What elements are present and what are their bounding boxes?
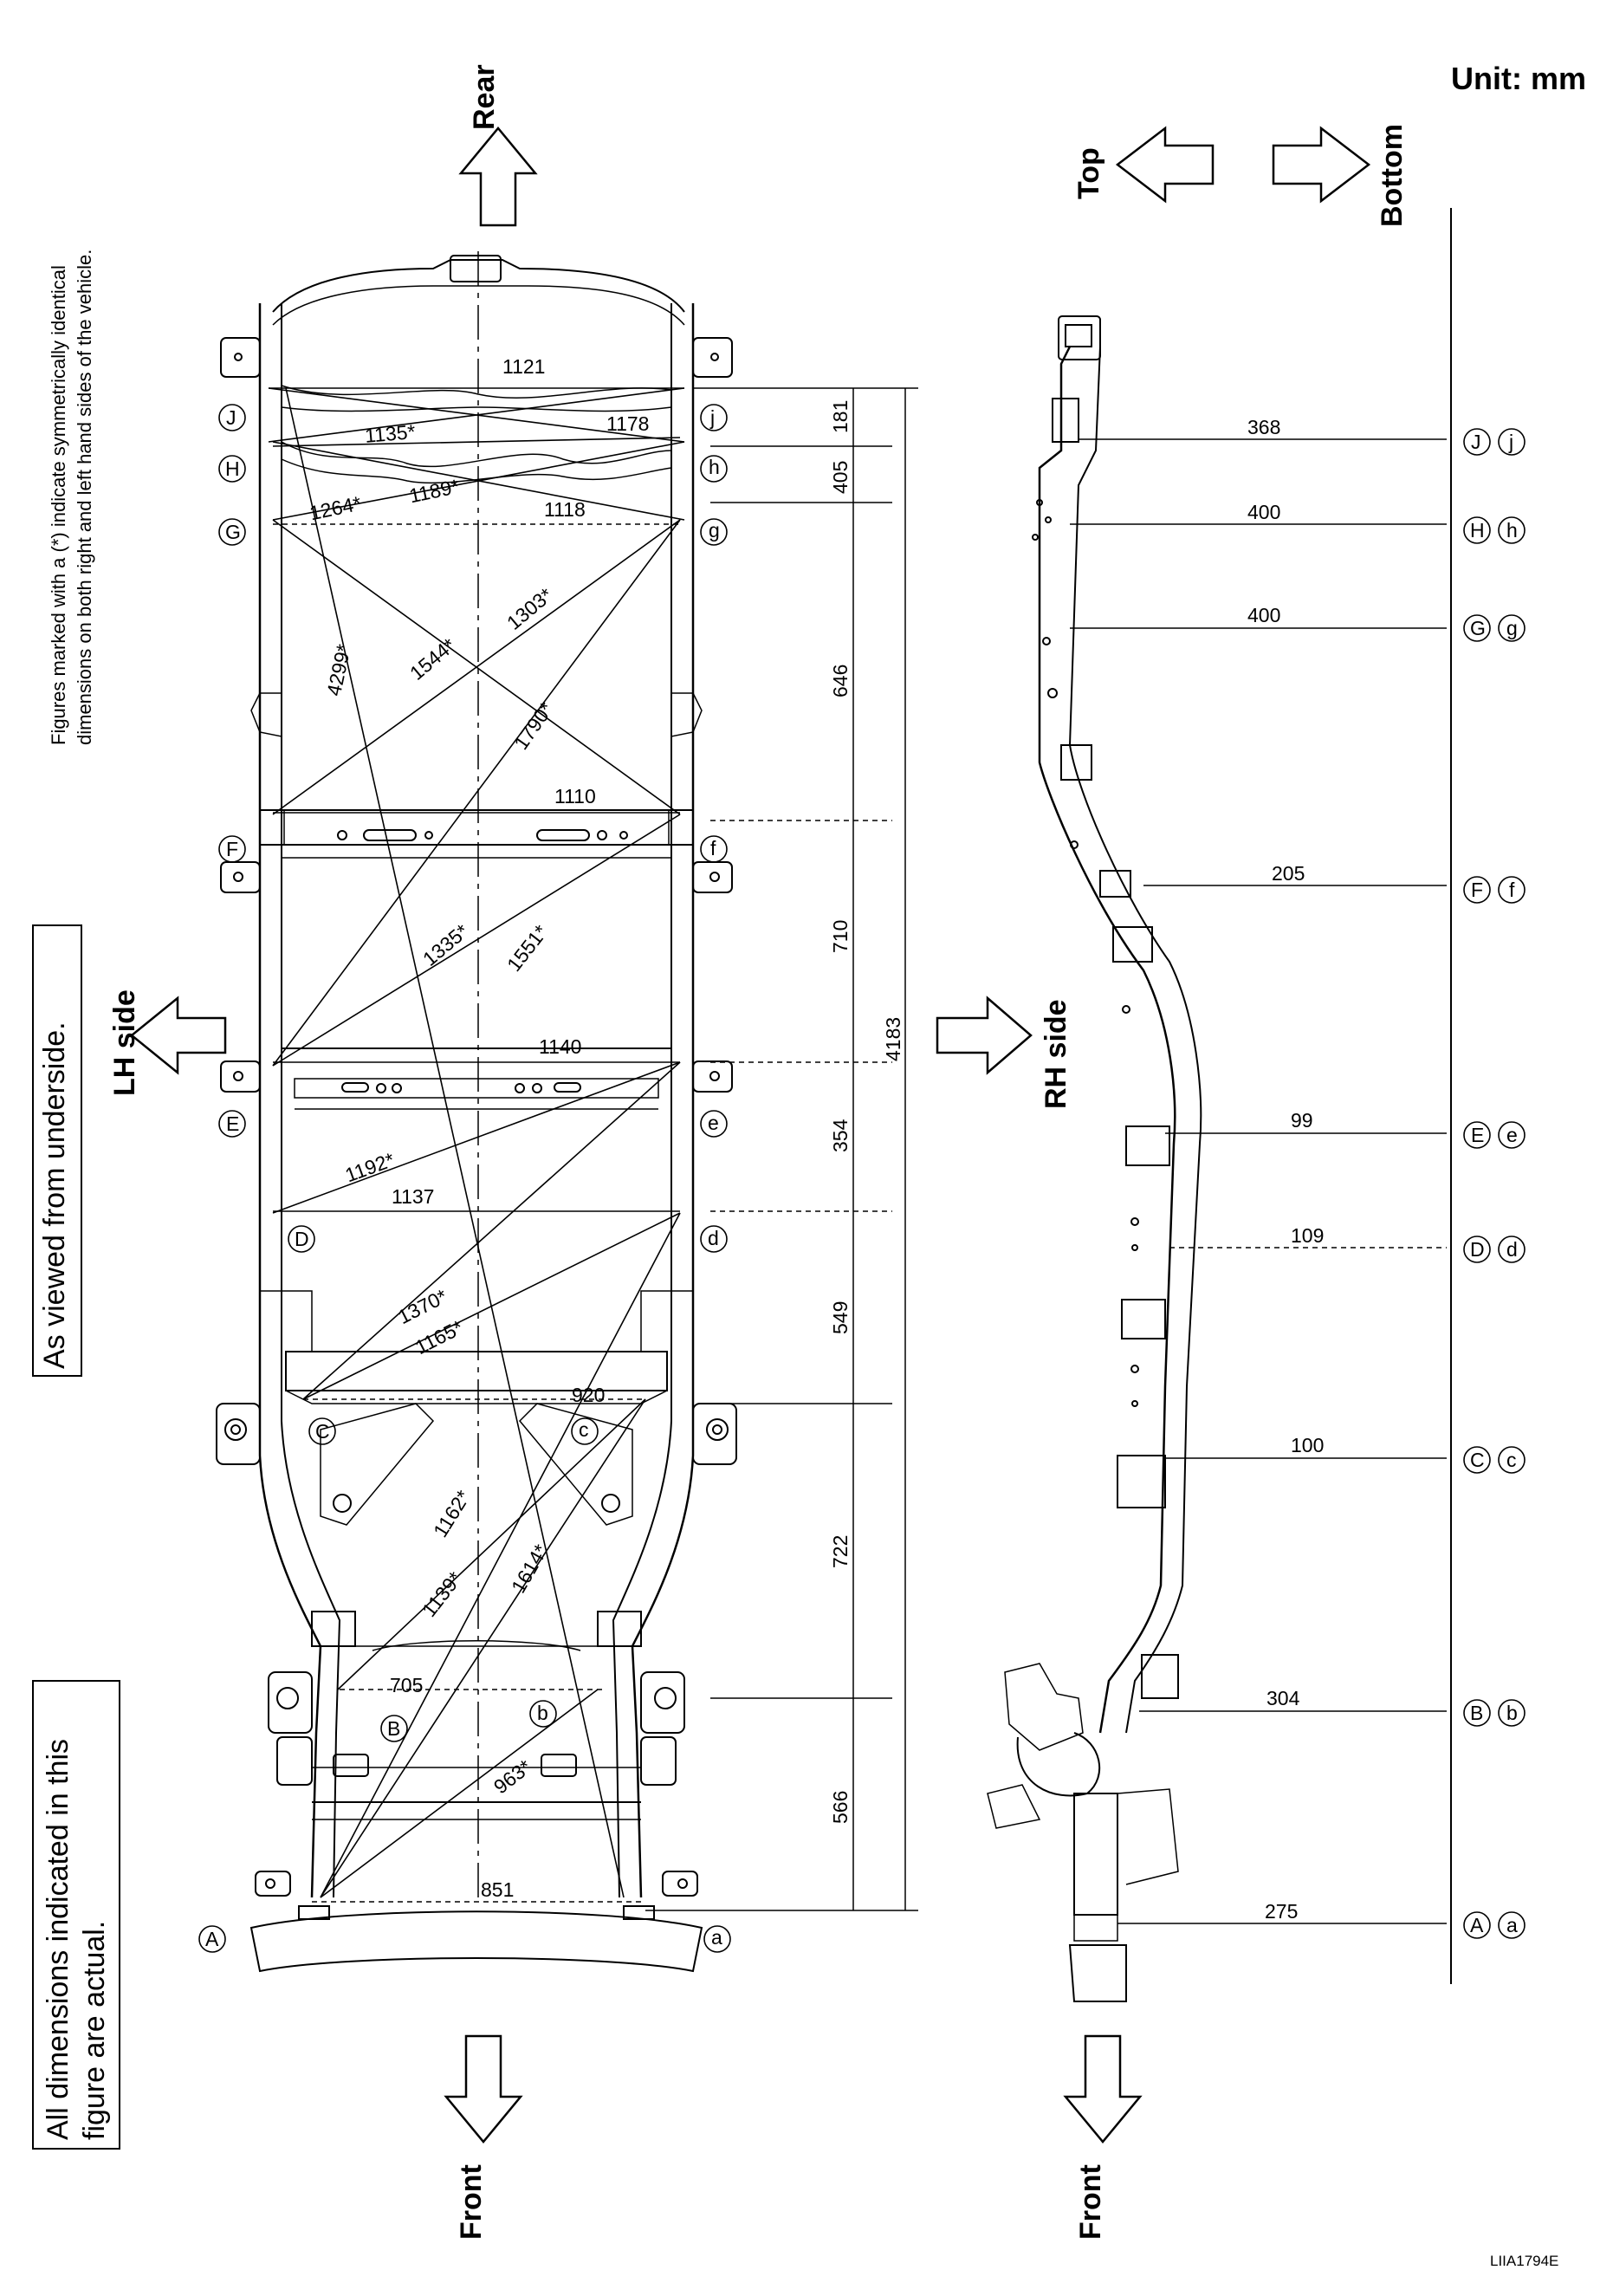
side-point-d: d: [1506, 1238, 1518, 1261]
side-point-A: A: [1470, 1914, 1484, 1936]
point-e: e: [708, 1112, 719, 1134]
point-D: D: [295, 1228, 309, 1250]
front-label: Front: [455, 2164, 488, 2240]
side-point-h: h: [1506, 519, 1518, 542]
long-dim-405: 405: [829, 460, 852, 494]
point-B: B: [387, 1717, 401, 1740]
side-point-g: g: [1506, 617, 1518, 639]
point-f: f: [710, 837, 716, 859]
dim-1135: 1135*: [364, 419, 417, 447]
side-height-dd: 109: [1291, 1224, 1325, 1247]
rear-arrow-icon: [458, 126, 538, 227]
long-dim-646: 646: [829, 664, 852, 697]
point-a: a: [711, 1926, 722, 1949]
long-dim-722: 722: [829, 1534, 852, 1568]
side-height-hh: 400: [1247, 501, 1281, 523]
point-circles: [198, 404, 1526, 1953]
point-H: H: [225, 457, 240, 480]
symmetric-note-line2: dimensions on both right and left hand s…: [74, 249, 95, 745]
actual-note-line1: All dimensions indicated in this: [42, 1738, 74, 2140]
side-height-aa: 275: [1265, 1900, 1299, 1923]
actual-note-box: [32, 1680, 120, 2150]
side-point-E: E: [1471, 1124, 1485, 1146]
point-G: G: [225, 521, 241, 543]
point-E: E: [226, 1112, 240, 1135]
top-arrow-icon: [1115, 126, 1215, 204]
symmetric-note-line1: Figures marked with a (*) indicate symme…: [48, 265, 69, 745]
side-point-F: F: [1471, 879, 1484, 901]
point-d: d: [708, 1227, 719, 1249]
rear-label: Rear: [468, 64, 501, 130]
side-point-b: b: [1506, 1702, 1518, 1724]
point-b: b: [537, 1702, 548, 1724]
side-point-f: f: [1509, 879, 1515, 901]
dim-width-dd: 1137: [392, 1185, 435, 1208]
side-point-J: J: [1471, 431, 1481, 453]
point-c: c: [579, 1418, 589, 1441]
front-side-label: Front: [1074, 2164, 1107, 2240]
view-note: As viewed from underside.: [38, 1022, 71, 1369]
long-dim-710: 710: [829, 919, 852, 953]
point-j: j: [710, 406, 716, 429]
side-point-D: D: [1470, 1238, 1485, 1261]
side-point-C: C: [1470, 1449, 1485, 1471]
view-note-box: [32, 924, 82, 1377]
dim-width-ff: 1110: [554, 785, 596, 807]
bottom-arrow-icon: [1272, 126, 1371, 204]
long-dim-549: 549: [829, 1300, 852, 1334]
front-arrow-side-icon: [1063, 2034, 1143, 2144]
point-C: C: [315, 1420, 330, 1443]
side-height-ff: 205: [1272, 862, 1305, 885]
long-dim-566: 566: [829, 1790, 852, 1824]
point-g: g: [709, 519, 720, 542]
unit-label: Unit: mm: [1451, 61, 1586, 96]
side-point-e: e: [1506, 1124, 1518, 1146]
side-point-B: B: [1470, 1702, 1484, 1724]
side-point-j: j: [1509, 431, 1514, 453]
dim-width-aa: 851: [481, 1878, 515, 1901]
dim-width-cc: 920: [572, 1384, 606, 1406]
top-label: Top: [1072, 147, 1105, 199]
front-arrow-icon: [444, 2034, 523, 2144]
side-height-cc: 100: [1291, 1434, 1325, 1456]
point-J: J: [226, 406, 236, 429]
dim-1178: 1178: [606, 412, 650, 435]
side-height-gg: 400: [1247, 604, 1281, 626]
underside-dimension-lines: [268, 387, 685, 1903]
figure-code: LIIA1794E: [1490, 2253, 1559, 2269]
rh-arrow-icon: [936, 996, 1033, 1075]
lh-side-label: LH side: [108, 989, 141, 1096]
overall-length: 4183: [882, 1016, 904, 1061]
side-point-a: a: [1506, 1914, 1518, 1936]
rh-side-label: RH side: [1040, 999, 1072, 1109]
side-height-jj: 368: [1247, 416, 1281, 438]
dim-width-ee: 1140: [539, 1035, 582, 1058]
side-height-bb: 304: [1266, 1687, 1300, 1709]
dim-width-bb: 705: [390, 1674, 424, 1696]
point-h: h: [709, 456, 720, 478]
lh-arrow-icon: [130, 996, 227, 1075]
dim-width-gg: 1118: [544, 498, 586, 521]
actual-note-line2: figure are actual.: [78, 1920, 111, 2140]
side-point-H: H: [1470, 519, 1485, 542]
side-dimension-lines: [1070, 438, 1447, 1924]
side-point-c: c: [1506, 1449, 1517, 1471]
long-dim-181: 181: [829, 399, 852, 433]
bottom-label: Bottom: [1376, 124, 1409, 227]
side-point-G: G: [1470, 617, 1486, 639]
long-dim-354: 354: [829, 1119, 852, 1152]
point-F: F: [226, 838, 239, 860]
longitudinal-dimension-lines: [645, 387, 918, 1911]
dim-width-jj: 1121: [502, 355, 546, 378]
point-A: A: [205, 1928, 219, 1950]
side-height-ee: 99: [1291, 1109, 1313, 1132]
